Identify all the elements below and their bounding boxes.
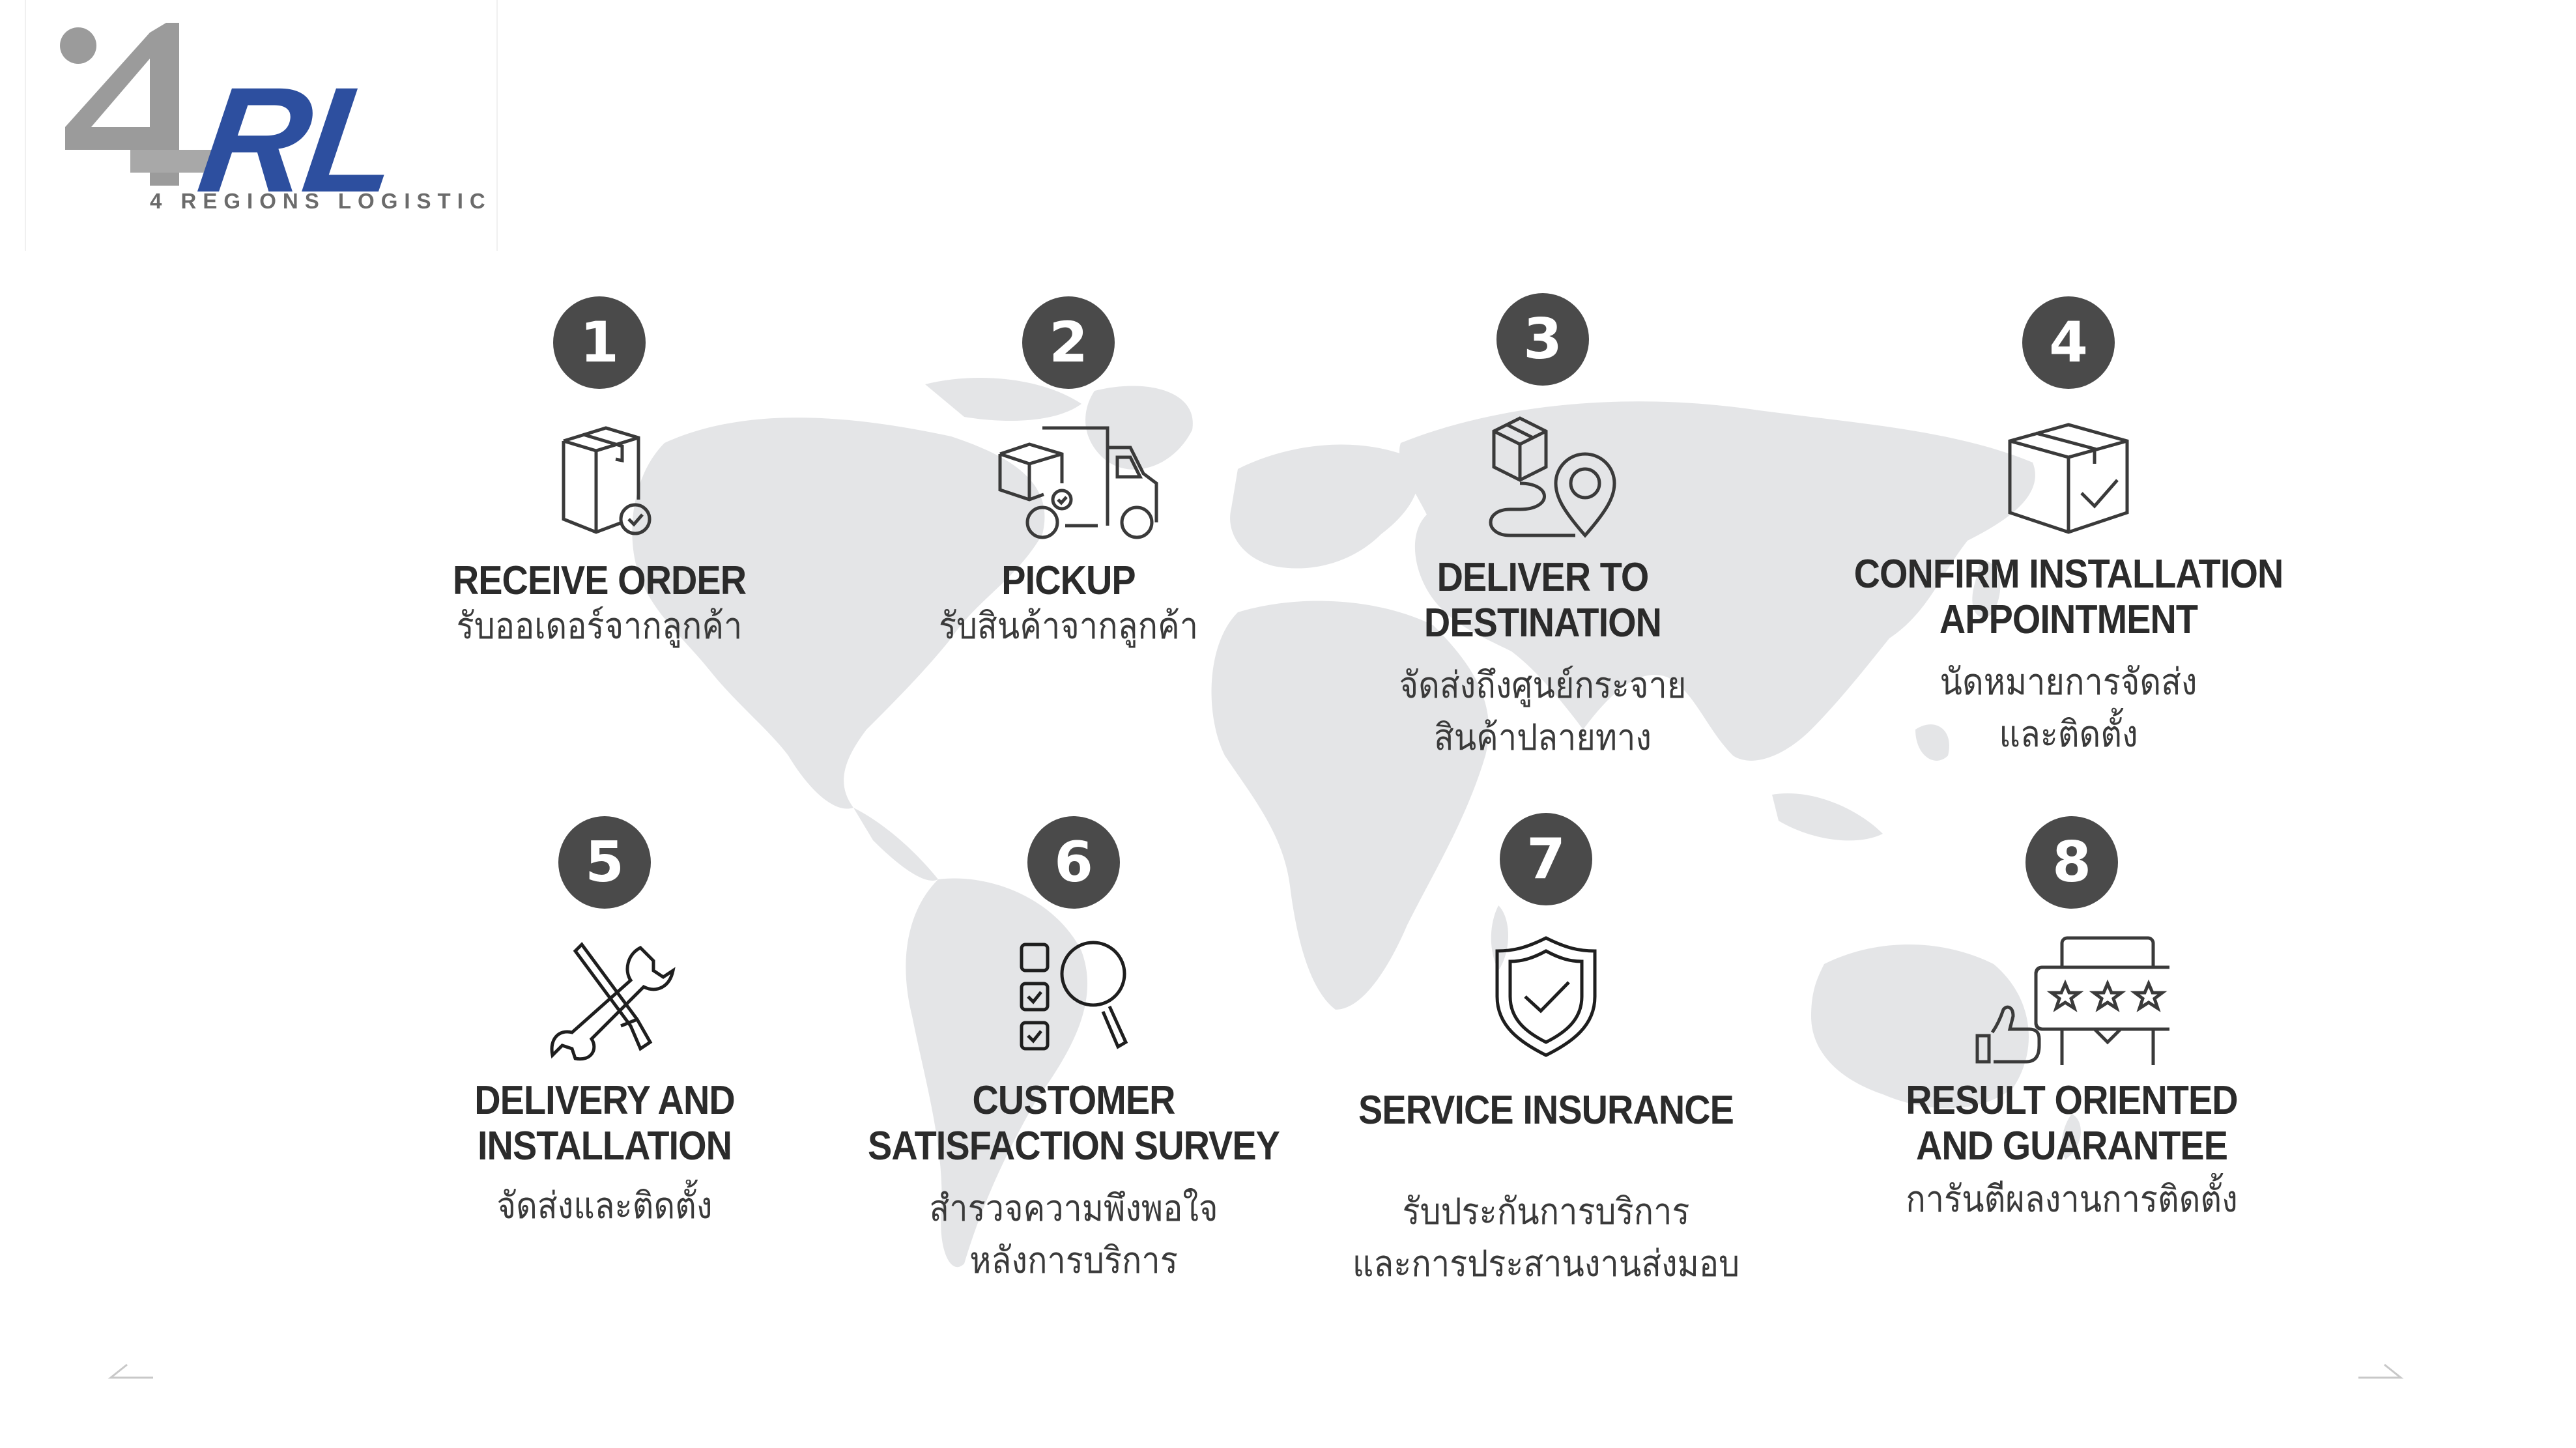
step-thai-description: รับออเดอร์จากลูกค้า xyxy=(456,605,743,646)
step-thai-description: จัดส่งและติดตั้ง xyxy=(496,1185,713,1226)
wrench-screwdriver-icon xyxy=(550,942,676,1061)
step-number-badge: 2 xyxy=(1022,296,1115,389)
step-number-badge: 6 xyxy=(1027,816,1120,909)
step-number-badge: 8 xyxy=(2025,816,2118,909)
rating-thumbs-up-icon xyxy=(1975,936,2169,1065)
step-title: SERVICE INSURANCE xyxy=(1358,1088,1734,1133)
truck-box-icon xyxy=(998,426,1158,539)
step-1: 1 RECEIVE ORDER รับออเดอร์จากลูกค้า xyxy=(352,296,847,652)
step-title: RECEIVE ORDER xyxy=(452,558,747,603)
step-thai-description: รับสินค้าจากลูกค้า xyxy=(938,605,1199,646)
prev-slide-arrow-icon[interactable] xyxy=(107,1361,160,1381)
step-2: 2 PICKUP รับสินค้าจากลูกค้า xyxy=(821,296,1316,652)
step-thai-description: จัดส่งถึงศูนย์กระจายสินค้าปลายทาง xyxy=(1399,664,1687,758)
world-map-background xyxy=(632,378,2081,1268)
company-logo: RL 4 REGIONS LOGISTIC xyxy=(25,0,498,251)
step-thai-description: การันตีผลงานการติดตั้ง xyxy=(1906,1178,2238,1219)
box-checkmark-icon xyxy=(2008,423,2129,534)
checklist-magnifier-icon xyxy=(1020,941,1128,1051)
next-slide-arrow-icon[interactable] xyxy=(2352,1361,2404,1381)
box-route-pin-icon xyxy=(1489,416,1616,538)
step-thai-description: รับประกันการบริการและการประสานงานส่งมอบ xyxy=(1352,1191,1740,1284)
step-number-badge: 7 xyxy=(1500,813,1592,905)
step-thai-description: สำรวจความพึงพอใจหลังการบริการ xyxy=(929,1187,1218,1281)
logo-four-mark-icon xyxy=(60,23,222,186)
step-title: PICKUP xyxy=(1001,558,1136,603)
step-number-badge: 3 xyxy=(1496,293,1589,386)
step-number-badge: 1 xyxy=(553,296,646,389)
step-7: 7 SERVICE INSURANCE รับประกันการบริการแล… xyxy=(1298,813,1794,1290)
shield-check-icon xyxy=(1495,936,1597,1057)
step-thai-description: นัดหมายการจัดส่งและติดตั้ง xyxy=(1939,661,2197,754)
logo-tagline: 4 REGIONS LOGISTIC xyxy=(150,189,492,213)
step-number-badge: 5 xyxy=(558,816,651,909)
box-check-icon xyxy=(562,426,651,535)
step-number-badge: 4 xyxy=(2022,296,2115,389)
